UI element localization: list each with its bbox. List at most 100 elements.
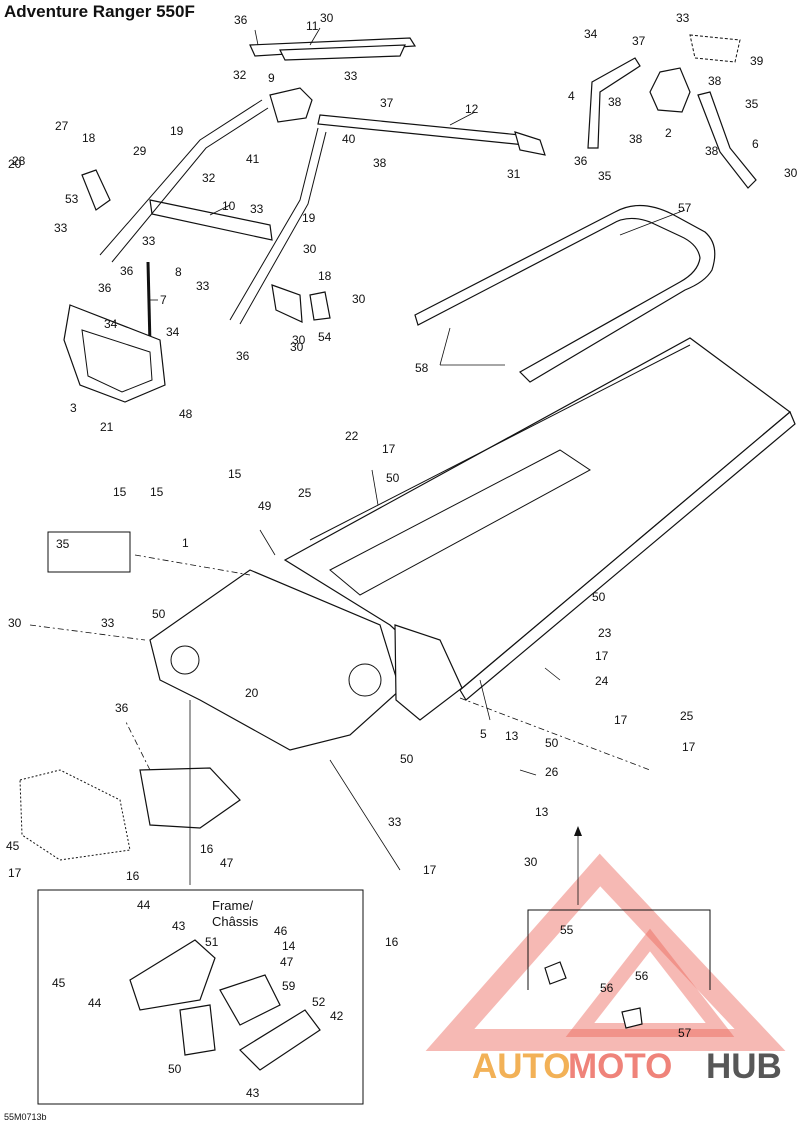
diagram-code: 55M0713b [4, 1112, 47, 1122]
part-19-right-tube [229, 127, 319, 321]
part-3-inner [81, 329, 153, 393]
inset-right-56-57 [527, 826, 711, 1029]
callout: 25 [680, 709, 694, 723]
callout: 42 [330, 1009, 344, 1023]
callout: 57 [678, 201, 692, 215]
callout: 33 [250, 202, 264, 216]
callout: 16 [126, 869, 140, 883]
callout: 39 [750, 54, 764, 68]
callout: 52 [312, 995, 326, 1009]
callout: 35 [745, 97, 759, 111]
inset-part-52 [129, 939, 216, 1011]
callout: 23 [598, 626, 612, 640]
part-58-loop [414, 204, 716, 383]
inset-small-36 [47, 531, 131, 573]
callout: 19 [302, 211, 316, 225]
callout: 8 [175, 265, 182, 279]
part-19-left-tube-edge [111, 107, 269, 263]
callout: 17 [614, 713, 628, 727]
part-12-end [514, 131, 546, 156]
callout: 29 [133, 144, 147, 158]
callout: 36 [98, 281, 112, 295]
callout: 30 [292, 333, 306, 347]
callout: 20 [245, 686, 259, 700]
part-57-clip-a [544, 961, 567, 985]
callout: 30 [8, 616, 22, 630]
part-4-arm [587, 57, 641, 149]
callout: 18 [318, 269, 332, 283]
frame-side-plate [394, 624, 463, 721]
inset-part-51 [179, 1004, 216, 1056]
callout: 50 [386, 471, 400, 485]
part-2-block [649, 67, 691, 113]
tunnel-side-edge [459, 411, 796, 701]
callout: 7 [160, 293, 167, 307]
part-18-right-bracket [309, 291, 331, 321]
callout: 37 [380, 96, 394, 110]
watermark-text-moto: MOTO [568, 1047, 672, 1086]
callout: 30 [303, 242, 317, 256]
callout: 25 [298, 486, 312, 500]
callout: 15 [150, 485, 164, 499]
callout: 34 [584, 27, 598, 41]
callout: 45 [52, 976, 66, 990]
callout: 56 [635, 969, 649, 983]
part-55-bracket [271, 284, 303, 323]
callout: 50 [400, 752, 414, 766]
leader [259, 529, 276, 556]
callout: 33 [196, 279, 210, 293]
callout: 10 [222, 199, 236, 213]
callout: 33 [344, 69, 358, 83]
callout: 40 [342, 132, 356, 146]
callout: 34 [166, 325, 180, 339]
frame-hole-left [170, 645, 200, 675]
callout: 30 [320, 11, 334, 25]
callout: 38 [373, 156, 387, 170]
callout: 43 [172, 919, 186, 933]
callout: 55 [560, 923, 574, 937]
part-19-left-tube [99, 99, 263, 256]
part-19-right-tube-edge [239, 131, 327, 325]
watermark-text-auto: AUTO [472, 1047, 571, 1086]
callout: 16 [385, 935, 399, 949]
callout: 5 [480, 727, 487, 741]
leader [544, 667, 561, 681]
callout: 43 [246, 1086, 260, 1100]
centerline [124, 719, 151, 771]
callout: 17 [682, 740, 696, 754]
inset-right-arrowhead [574, 826, 582, 836]
callout: 36 [574, 154, 588, 168]
leader [479, 679, 491, 721]
callout: 54 [318, 330, 332, 344]
leader [619, 209, 686, 236]
centerline [459, 697, 651, 771]
watermark-triangle [425, 853, 786, 1051]
tunnel-trim-27 [309, 344, 691, 541]
callout: 22 [345, 429, 359, 443]
callout: 3 [70, 401, 77, 415]
callout: 38 [608, 95, 622, 109]
frame-hole-right [348, 663, 382, 697]
part-3-front-frame [63, 304, 166, 403]
callout: 30 [524, 855, 538, 869]
callout: 1 [182, 536, 189, 550]
callout: 15 [228, 467, 242, 481]
callout: 59 [282, 979, 296, 993]
callout: 15 [113, 485, 127, 499]
inset-part-53 [239, 1009, 321, 1071]
callout: 28 [12, 154, 26, 168]
callout: 14 [282, 939, 296, 953]
callout: 45 [6, 839, 20, 853]
part-58-frame [414, 204, 716, 383]
callout: 16 [200, 842, 214, 856]
callout-labels: 1 2 3 4 5 6 7 8 9 10 11 12 13 13 14 15 1… [6, 11, 798, 1100]
frame-main-body [149, 569, 401, 751]
callout: 4 [568, 89, 575, 103]
callout: 37 [632, 34, 646, 48]
callout: 13 [505, 729, 519, 743]
callout: 31 [507, 167, 521, 181]
inset-right-bracket [527, 909, 711, 990]
tunnel-assembly [283, 337, 796, 701]
